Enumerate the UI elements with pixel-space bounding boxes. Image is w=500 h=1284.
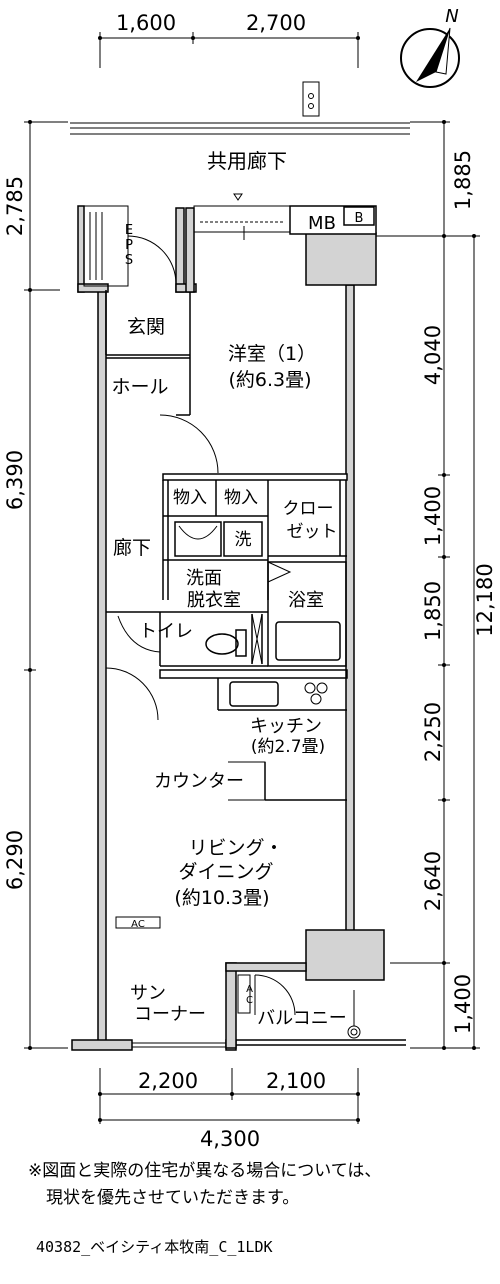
mb-box bbox=[289, 205, 377, 235]
dim-right-3: 1,400 bbox=[421, 486, 445, 546]
dim-right-2: 4,040 bbox=[421, 325, 445, 385]
storage-1-label: 物入 bbox=[173, 488, 207, 508]
top-dimension bbox=[99, 32, 359, 68]
dim-bottom-1: 2,200 bbox=[138, 1069, 198, 1093]
closet-label-2: ゼット bbox=[287, 522, 338, 542]
disclaimer-line-1: ※図面と実際の住宅が異なる場合については、 bbox=[28, 1161, 382, 1181]
kitchen-label: キッチン bbox=[250, 716, 322, 737]
eps-text: EPS bbox=[92, 223, 137, 264]
dim-top-1: 1,600 bbox=[116, 11, 176, 35]
living-label-2: ダイニング bbox=[178, 861, 273, 883]
dim-top-2: 2,700 bbox=[246, 11, 306, 35]
dim-left-2: 6,390 bbox=[3, 450, 27, 510]
eps-label: EPS bbox=[92, 223, 137, 264]
living-size: (約10.3畳) bbox=[174, 887, 269, 909]
dim-right-7: 1,400 bbox=[451, 974, 475, 1034]
dim-right-1: 1,885 bbox=[451, 150, 475, 210]
western-room-size: (約6.3畳) bbox=[228, 369, 311, 391]
dim-right-total: 12,180 bbox=[473, 563, 497, 636]
dim-bottom-total: 4,300 bbox=[200, 1127, 260, 1151]
hallway-label: 廊下 bbox=[113, 537, 151, 559]
drain-icon bbox=[347, 990, 361, 1039]
living-label-1: リビング・ bbox=[188, 837, 283, 859]
dim-bottom-2: 2,100 bbox=[266, 1069, 326, 1093]
corridor-label: 共用廊下 bbox=[207, 149, 287, 173]
mb-b-label: B bbox=[355, 211, 364, 226]
interior-walls bbox=[105, 290, 406, 1048]
left-dimension bbox=[24, 121, 68, 1049]
eps-cabinet bbox=[83, 205, 129, 287]
western-room-label: 洋室（1） bbox=[228, 343, 316, 365]
bathroom-label: 浴室 bbox=[288, 590, 324, 611]
counter-label: カウンター bbox=[154, 771, 244, 792]
mb-label: MB bbox=[308, 213, 336, 234]
storage-2-label: 物入 bbox=[224, 488, 258, 508]
entrance-label: 玄関 bbox=[127, 316, 165, 338]
toilet-label: トイレ bbox=[139, 621, 193, 642]
north-label: N bbox=[445, 6, 458, 27]
dim-right-6: 2,640 bbox=[421, 851, 445, 911]
dim-left-1: 2,785 bbox=[3, 176, 27, 236]
washroom-label-1: 洗面 bbox=[186, 568, 222, 589]
cooktop-icon bbox=[304, 682, 328, 705]
sun-corner-label-2: コーナー bbox=[134, 1004, 206, 1025]
dim-right-4: 1,850 bbox=[421, 581, 445, 641]
kitchen-size: (約2.7畳) bbox=[251, 737, 325, 757]
ac-label-1: AC bbox=[131, 919, 145, 930]
washroom-label-2: 脱衣室 bbox=[187, 590, 241, 611]
hall-label: ホール bbox=[111, 376, 168, 398]
sun-corner-label-1: サン bbox=[130, 983, 166, 1004]
dim-right-5: 2,250 bbox=[421, 702, 445, 762]
closet-label-1: クロー bbox=[283, 499, 334, 519]
disclaimer-line-2: 現状を優先させていただきます。 bbox=[46, 1188, 300, 1208]
plan-caption: 40382_ベイシティ本牧南_C_1LDK bbox=[36, 1238, 273, 1256]
balcony-label: バルコニー bbox=[257, 1008, 347, 1029]
corridor-railing bbox=[70, 81, 410, 135]
dim-left-3: 6,290 bbox=[3, 830, 27, 890]
exterior-walls bbox=[71, 205, 385, 1051]
north-compass-icon: N bbox=[400, 6, 460, 88]
washer-label: 洗 bbox=[235, 530, 252, 550]
